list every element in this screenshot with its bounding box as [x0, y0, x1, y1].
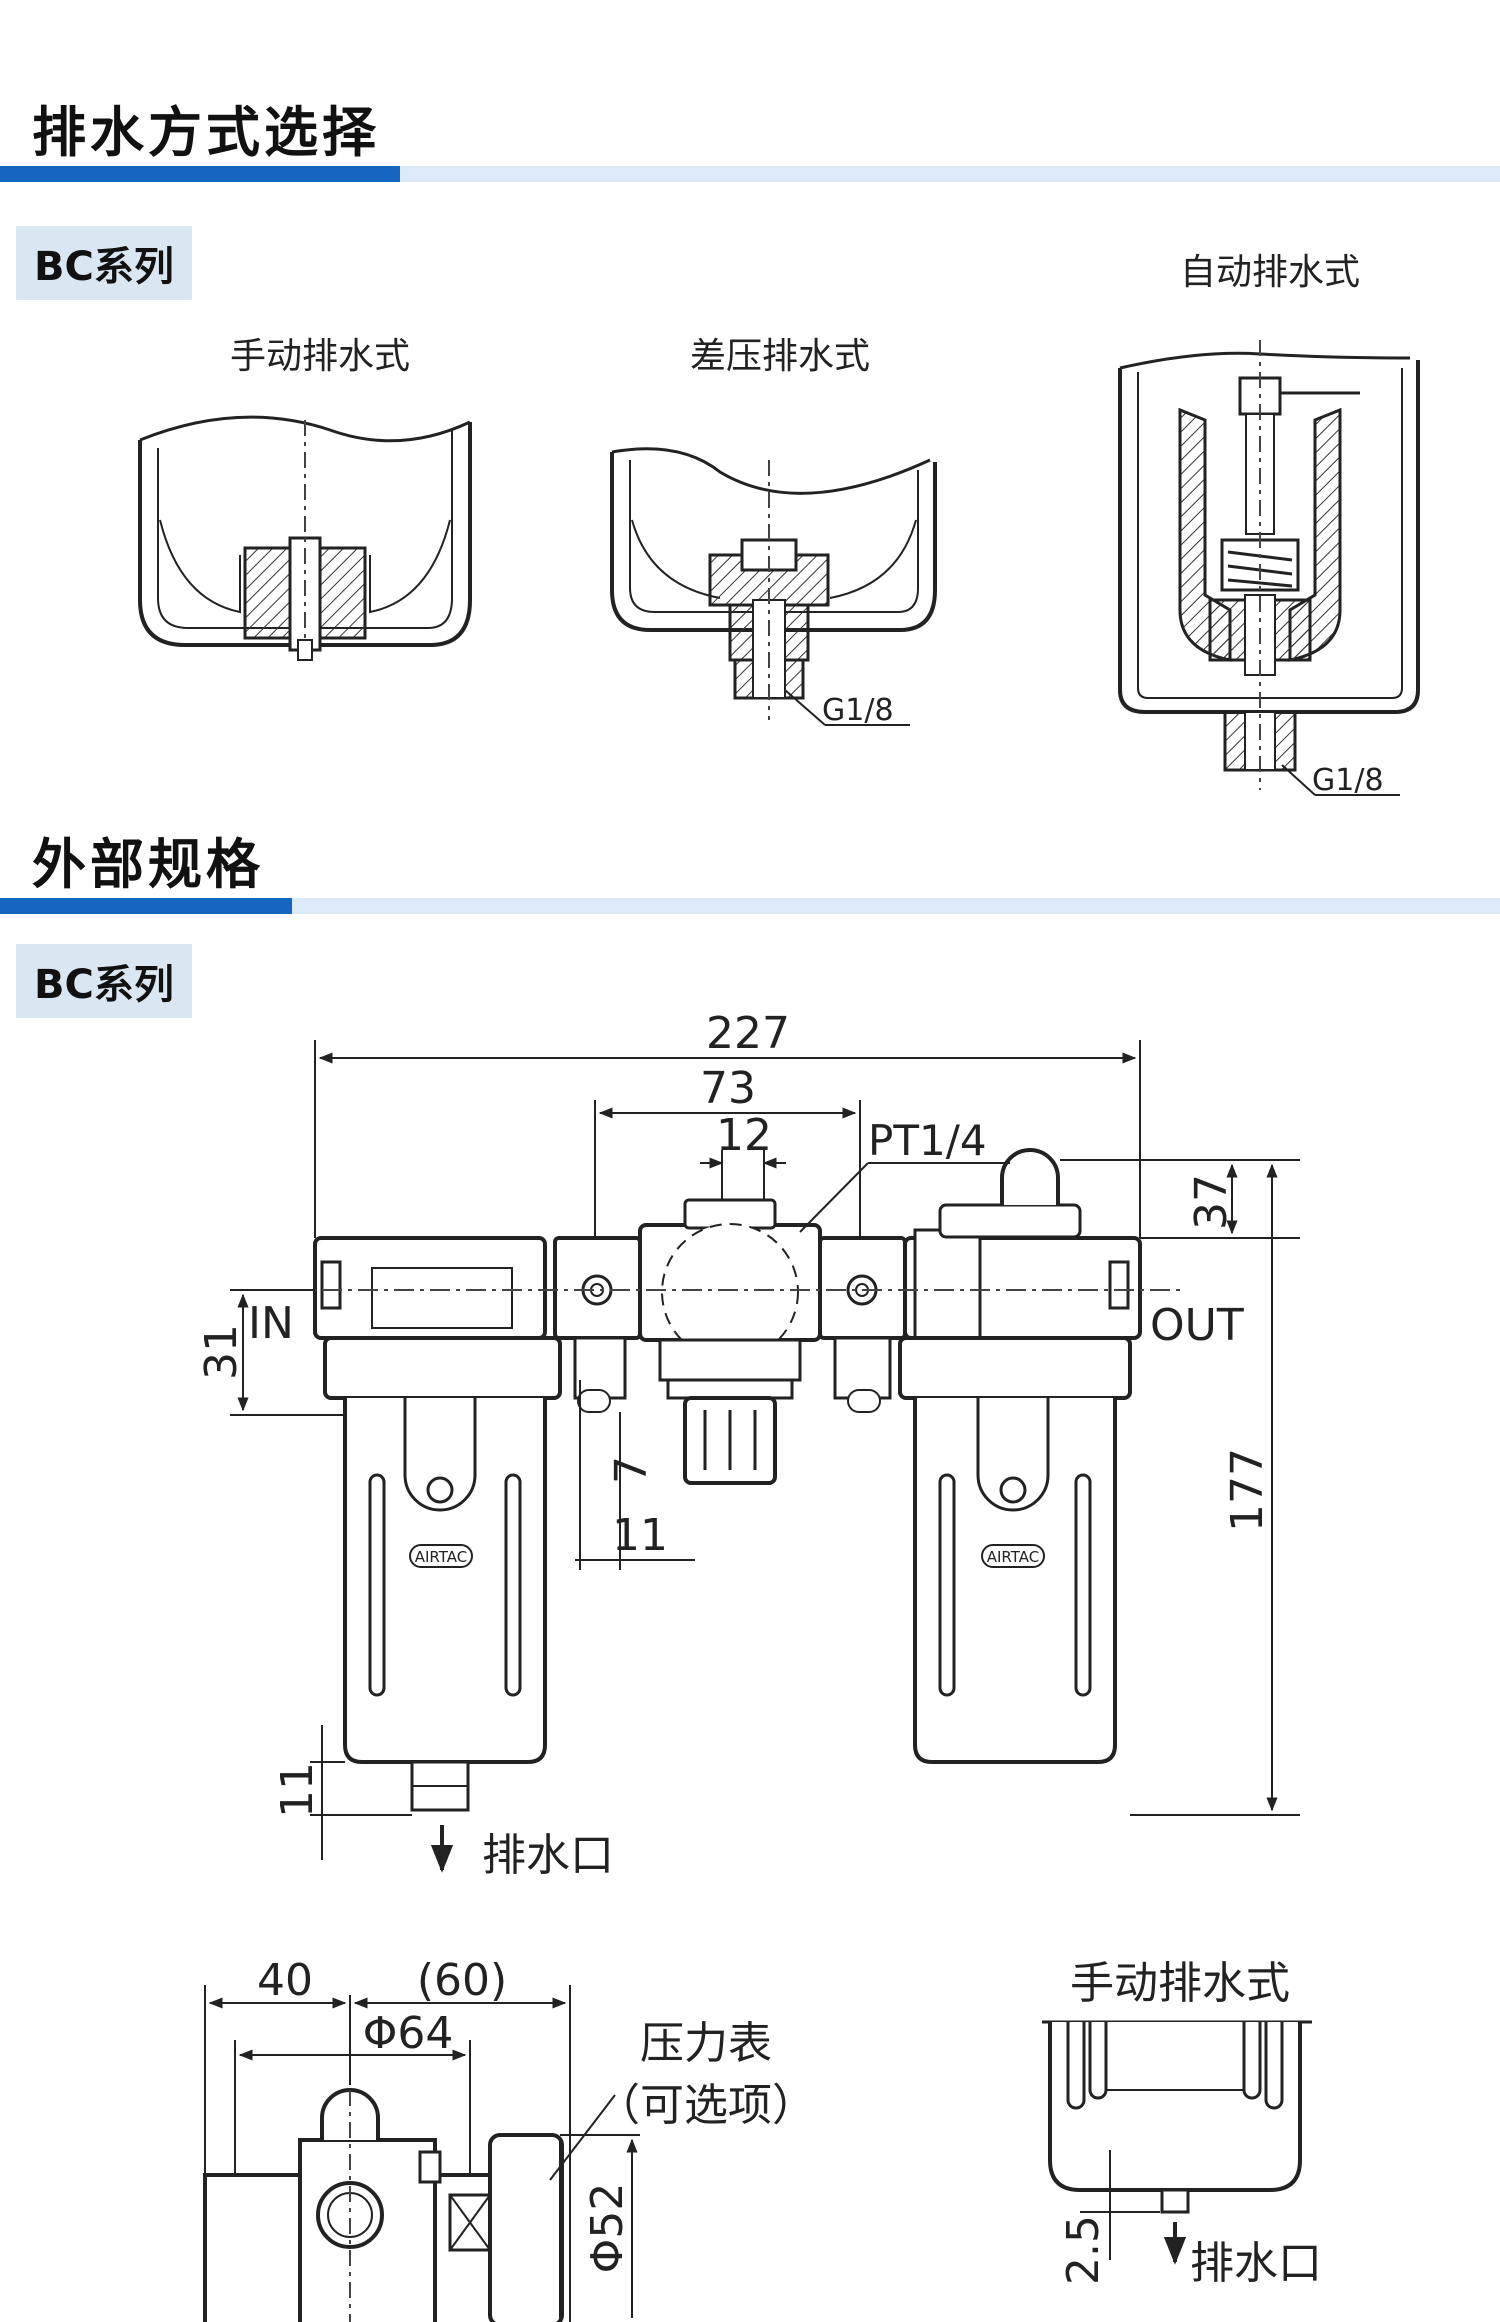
- dim-inlet-height: 31: [196, 1324, 247, 1380]
- manual-drain-view: [1042, 2020, 1312, 2265]
- front-view-dimensions: [230, 1040, 1300, 1873]
- dim-manual-drain: 2.5: [1058, 2215, 1109, 2285]
- divider-track: [400, 166, 1500, 182]
- dim-bowl-diameter: Φ64: [363, 2008, 454, 2059]
- dim-total-height: 177: [1222, 1448, 1273, 1532]
- dim-knob-offset: 11: [612, 1510, 668, 1561]
- dim-gauge-width: 12: [716, 1110, 772, 1161]
- manual-drain-title: 手动排水式: [1070, 1958, 1290, 2009]
- dim-port-thread: PT1/4: [868, 1116, 987, 1165]
- lubricator-bowl: [913, 1398, 1117, 1764]
- dim-knob-height: 7: [606, 1456, 657, 1484]
- gauge-label: 压力表: [640, 2018, 772, 2069]
- dim-top-height: 37: [1186, 1174, 1237, 1230]
- section-title-drain: 排水方式选择: [32, 101, 380, 164]
- series-tag: BC系列: [16, 944, 192, 1018]
- drain-differential-diagram: 差压排水式 G1/8: [610, 336, 937, 728]
- drain-differential-port: G1/8: [822, 693, 894, 728]
- manual-drain-port-label: 排水口: [1190, 2238, 1322, 2289]
- gauge-option-label: （可选项）: [596, 2080, 816, 2131]
- dim-overall-width: 227: [706, 1008, 790, 1059]
- side-view-dimensions: [204, 1985, 640, 2322]
- divider-track: [292, 898, 1500, 914]
- front-view: AIRTAC AIRTAC: [250, 1148, 1180, 1812]
- divider-accent: [0, 166, 400, 182]
- pressure-gauge: [488, 2133, 564, 2322]
- dim-gauge-diameter: Φ52: [582, 2183, 633, 2274]
- side-view-dimension-text: 40 (60) Φ64 Φ52 压力表 （可选项）: [257, 1955, 816, 2273]
- section-divider: [0, 898, 1500, 914]
- drain-port-label: 排水口: [482, 1830, 614, 1881]
- dim-side-right: (60): [417, 1955, 507, 2006]
- dim-center-width: 73: [700, 1063, 756, 1114]
- drain-manual-diagram: 手动排水式: [138, 336, 472, 665]
- outlet-label: OUT: [1150, 1300, 1244, 1351]
- dim-drain-height: 11: [272, 1762, 323, 1818]
- dim-side-left: 40: [257, 1955, 313, 2006]
- drain-auto-port: G1/8: [1312, 763, 1384, 798]
- drain-auto-label: 自动排水式: [1180, 252, 1360, 293]
- drain-differential-label: 差压排水式: [690, 336, 870, 377]
- side-view: [203, 2088, 564, 2322]
- brand-logo: [981, 1544, 1045, 1568]
- series-tag: BC系列: [16, 226, 192, 300]
- brand-logo: [409, 1544, 473, 1568]
- front-view-dimension-text: 227 73 12 PT1/4 37 177 31 7 11 11 IN OUT…: [196, 1008, 1273, 1881]
- brand-logo-text: AIRTAC: [415, 1548, 468, 1566]
- drain-manual-label: 手动排水式: [230, 336, 410, 377]
- manual-drain-text: 手动排水式 2.5 排水口: [1058, 1958, 1322, 2289]
- inlet-label: IN: [248, 1298, 294, 1349]
- section-divider: [0, 166, 1500, 182]
- brand-logo-text: AIRTAC: [987, 1548, 1040, 1566]
- section-title-dimensions: 外部规格: [32, 833, 264, 896]
- divider-accent: [0, 898, 292, 914]
- drain-auto-diagram: 自动排水式 G1/8: [1118, 252, 1420, 798]
